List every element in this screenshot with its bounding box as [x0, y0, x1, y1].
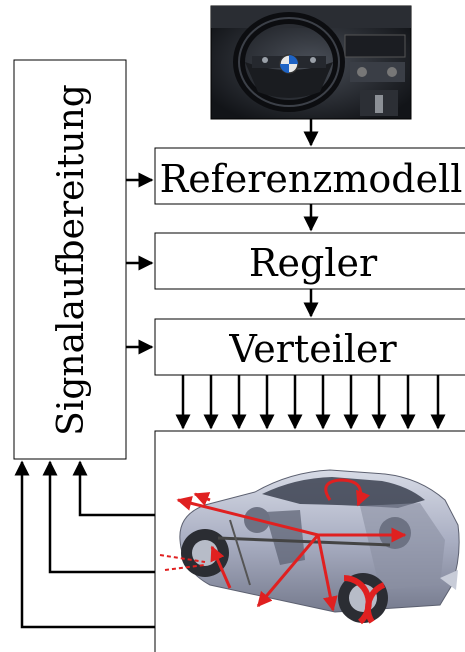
feedback-line-3 [14, 460, 155, 629]
signal-processing-label: Signalaufbereitung [51, 84, 92, 436]
signal-processing-block: Signalaufbereitung [13, 59, 127, 460]
feedback-line-1 [72, 460, 155, 517]
connectors [14, 119, 446, 629]
steering-wheel-image [210, 5, 412, 120]
controller-block: Regler [154, 232, 465, 290]
feedback-line-2 [42, 460, 155, 574]
reference-model-label: Referenzmodell [160, 157, 463, 201]
force-arrows [159, 478, 407, 612]
distributor-block: Verteiler [154, 318, 465, 376]
reference-model-block: Referenzmodell [154, 147, 465, 205]
distributor-label: Verteiler [228, 327, 397, 371]
controller-label: Regler [249, 241, 378, 285]
